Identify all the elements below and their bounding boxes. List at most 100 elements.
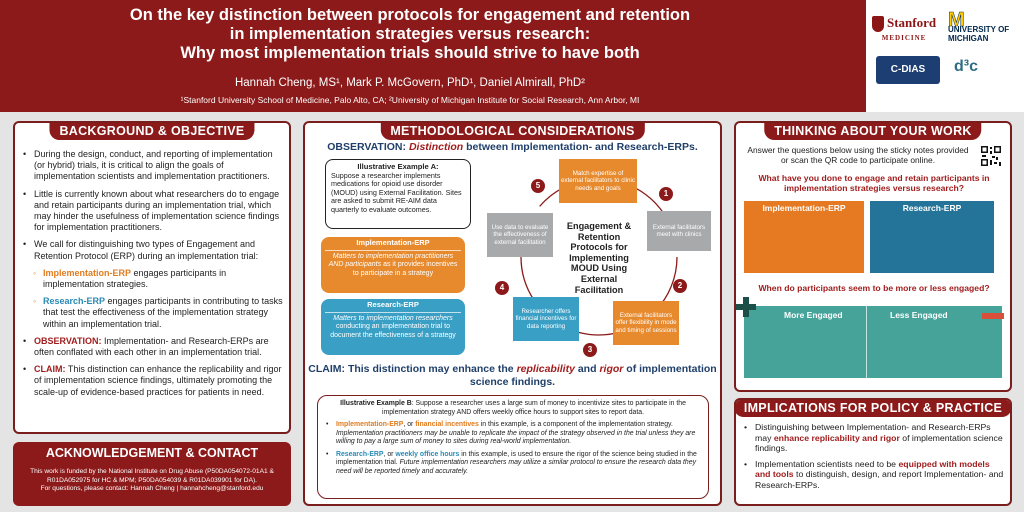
cycle-step-3-box: External facilitators offer flexibility … [613,301,679,345]
cycle-number-1: 1 [659,187,673,201]
obs-suffix: between Implementation- and Research-ERP… [463,141,698,153]
thinking-panel: THINKING ABOUT YOUR WORK Answer the ques… [734,121,1012,392]
b1-rest: in this example, is a component of the i… [478,421,673,428]
sticky-impl-label: Implementation-ERP [762,203,846,213]
b1-em: Implementation practitioners may be unab… [336,429,696,446]
res-erp-em: Matters to implementation researchers [333,314,453,322]
title-line-1: On the key distinction between protocols… [129,6,691,24]
impl-erp-em: Matters to implementation practitioners … [328,252,454,269]
cycle-step-2-box: External facilitators meet with clinics [647,211,711,251]
ack-text: This work is funded by the National Inst… [21,468,283,494]
methods-claim: CLAIM: This distinction may enhance the … [305,363,720,389]
res-erp-box-title: Research-ERP [325,299,461,313]
poster-title: On the key distinction between protocols… [60,6,760,63]
impl-p1-a: Distinguishing between Implementation- a… [755,422,991,443]
impl-p1-em: enhance replicability and rigor [773,432,900,443]
d3c-logo: d³c [954,58,978,75]
impl-p2-b: to distinguish, design, and report Imple… [755,469,1004,490]
ack-line-2: R01DA052975 for HC & MPM; P50DA054039 & … [46,476,257,484]
title-line-2: in implementation strategies versus rese… [229,25,591,43]
list-item: Implementation scientists need to be equ… [744,459,1006,491]
example-b-title: Illustrative Example B [340,400,412,407]
thinking-intro: Answer the questions below using the sti… [747,145,969,165]
example-a-title: Illustrative Example A: [357,162,439,171]
impl-p1-b: of implementation science findings. [755,432,1003,454]
sticky-area-implementation[interactable]: Implementation-ERP [744,201,864,273]
claim-em-replicability: replicability [516,363,575,375]
example-a-box: Illustrative Example A: Suppose a resear… [325,159,471,229]
affiliations: ¹Stanford University School of Medicine,… [180,95,640,105]
engagement-sticky-area[interactable]: More Engaged Less Engaged [744,306,1002,378]
cycle-number-3: 3 [583,343,597,357]
res-erp-box: Research-ERP Matters to implementation r… [321,299,465,355]
obs-em: Distinction [408,141,464,153]
authors: Hannah Cheng, MS¹, Mark P. McGovern, PhD… [234,77,586,89]
obs-prefix: OBSERVATION: [327,141,409,153]
header-banner: On the key distinction between protocols… [0,0,1024,112]
sub-item-res-erp: Research-ERP engages participants in con… [23,296,285,330]
qr-code-icon[interactable] [980,145,1002,167]
list-item: Little is currently known about what res… [23,189,285,234]
methods-title: METHODOLOGICAL CONSIDERATIONS [380,123,645,140]
b2-term2: weekly office hours [395,450,460,458]
sub-item-impl-erp: Implementation-ERP engages participants … [23,268,285,290]
impl-p2-em: equipped with models and tools [755,458,990,480]
claim-prefix: CLAIM: This distinction may enhance the [308,363,517,375]
cycle-center-title: Engagement & Retention Protocols for Imp… [566,221,632,295]
example-b-intro: Illustrative Example B: Suppose a resear… [326,400,700,417]
implications-title: IMPLICATIONS FOR POLICY & PRACTICE [736,400,1010,417]
example-a-text: Suppose a researcher implements medicati… [331,170,462,214]
cycle-step-1-box: Match expertise of external facilitators… [559,159,637,203]
res-erp-desc: engages participants in contributing to … [43,296,283,329]
example-b-intro-text: : Suppose a researcher uses a large sum … [381,400,686,416]
sticky-res-label: Research-ERP [902,203,962,213]
observation-item: OBSERVATION: Implementation- and Researc… [23,336,285,358]
res-erp-term: Research-ERP [43,296,106,307]
title-line-3: Why most implementation trials should st… [180,44,640,62]
less-engaged-label: Less Engaged [890,310,948,320]
ack-panel: ACKNOWLEDGEMENT & CONTACT This work is f… [13,442,291,506]
cycle-number-4: 4 [495,281,509,295]
observation-text: Implementation- and Research-ERPs are of… [34,335,269,358]
res-erp-box-text: Matters to implementation researchers co… [321,315,465,344]
claim-item: CLAIM: This distinction can enhance the … [23,364,285,398]
minus-icon [982,313,1004,319]
b2-mid: , or [383,450,396,458]
b1-term2: financial incentives [415,421,479,428]
umich-line-1: UNIVERSITY OF [948,25,1010,35]
cycle-number-5: 5 [531,179,545,193]
observation-term: OBSERVATION: [34,335,102,346]
stanford-wordmark: Stanford [887,14,937,30]
claim-term: CLAIM: [34,364,66,375]
b1-term: Implementation-ERP [336,421,404,428]
plus-icon [736,297,756,317]
erp-cycle-diagram: Match expertise of external facilitators… [473,157,720,357]
engagement-divider [866,306,867,378]
example-b-box: Illustrative Example B: Suppose a resear… [317,395,709,499]
methods-observation: OBSERVATION: Distinction between Impleme… [305,141,720,153]
background-panel: BACKGROUND & OBJECTIVE During the design… [13,121,291,434]
background-list: During the design, conduct, and reportin… [23,149,285,404]
cycle-step-4-box: Researcher offers financial incentives f… [513,297,579,341]
implications-panel: IMPLICATIONS FOR POLICY & PRACTICE Disti… [734,398,1012,506]
example-b-res-item: Research-ERP, or weekly office hours in … [326,451,700,477]
example-b-impl-item: Implementation-ERP, or financial incenti… [326,421,700,447]
stanford-medicine-label: MEDICINE [881,34,927,42]
impl-erp-box-text: Matters to implementation practitioners … [321,253,465,282]
res-erp-rest: conducting an implementation trial to do… [330,323,456,339]
question-1: What have you done to engage and retain … [758,173,990,194]
b2-term: Research-ERP [336,450,384,458]
impl-erp-term: Implementation-ERP [43,267,132,278]
cycle-ring [520,178,678,336]
umich-line-2: MICHIGAN [948,34,989,44]
stanford-logo: Stanford MEDICINE [872,16,936,44]
more-engaged-label: More Engaged [784,310,843,320]
umich-logo: M UNIVERSITY OF MICHIGAN [948,10,1024,44]
sticky-area-research[interactable]: Research-ERP [870,201,994,273]
thinking-title: THINKING ABOUT YOUR WORK [764,123,982,140]
ack-contact: For questions, please contact: Hannah Ch… [40,485,264,492]
claim-text: This distinction can enhance the replica… [34,364,282,397]
list-item: During the design, conduct, and reportin… [23,149,285,183]
list-item: Distinguishing between Implementation- a… [744,422,1006,454]
